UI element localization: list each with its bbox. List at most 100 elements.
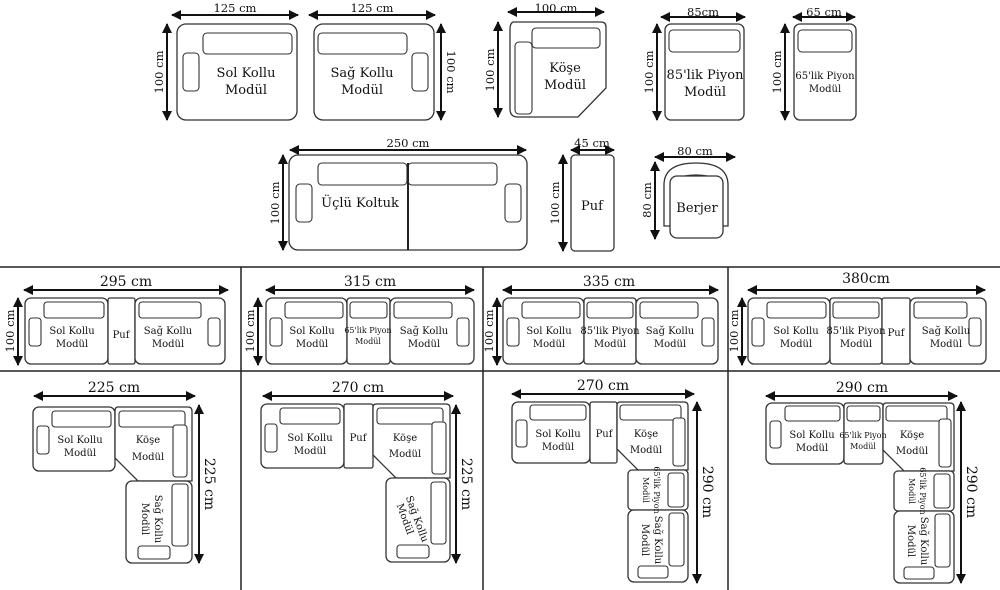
- dim-c3-depth: 100 cm: [482, 309, 496, 352]
- sag-label-1: Sağ Kollu: [331, 66, 394, 81]
- dim-l3-width: 270 cm: [577, 378, 629, 394]
- l3-kose-label-2: Modül: [630, 445, 662, 456]
- c4-sol-label-2: Modül: [780, 339, 812, 350]
- l3-sol-label-2: Modül: [542, 442, 574, 453]
- combo-l-270-225: 270 cm 225 cm Sol Kollu Modül Puf Köşe M…: [260, 380, 474, 564]
- l4-sag-label-1: Sağ Kollu: [918, 517, 929, 566]
- l4-p65b-label-1: 65'lik Piyon: [918, 467, 927, 514]
- combo-l-290-290: 290 cm 290 cm Sol Kollu Modül 65'lik Piy…: [765, 380, 979, 584]
- module-piyon-85: 85cm 100 cm 85'lik Piyon Modül: [642, 5, 746, 121]
- dim-kose-width: 100 cm: [535, 1, 578, 15]
- c2-p65-label-2: Modül: [355, 337, 381, 346]
- l4-kose-label-1: Köşe: [900, 430, 924, 441]
- p65-label-2: Modül: [809, 84, 841, 95]
- dim-berjer-depth: 80 cm: [640, 182, 654, 218]
- dim-c3-width: 335 cm: [583, 274, 635, 290]
- l4-sag-label-2: Modül: [905, 525, 916, 557]
- l4-p65-label-1: 65'lik Piyon: [839, 431, 886, 440]
- c1-puf-label: Puf: [113, 330, 131, 341]
- dim-sag-width: 125 cm: [351, 1, 394, 15]
- dim-c2-width: 315 cm: [344, 274, 396, 290]
- dim-c4-depth: 100 cm: [727, 309, 741, 352]
- dim-puf-depth: 100 cm: [548, 181, 562, 224]
- l2-sol-label-1: Sol Kollu: [287, 433, 333, 444]
- dim-kose-depth: 100 cm: [483, 48, 497, 91]
- sol-label-1: Sol Kollu: [217, 66, 276, 81]
- c2-sag-label-2: Modül: [408, 339, 440, 350]
- l2-kose-label-2: Modül: [389, 449, 421, 460]
- c4-p85-label-2: Modül: [840, 339, 872, 350]
- sag-label-2: Modül: [341, 83, 383, 98]
- c3-sol-label-2: Modül: [533, 339, 565, 350]
- l1-sol-label-1: Sol Kollu: [57, 435, 103, 446]
- l3-p65-label-2: Modül: [641, 477, 650, 503]
- dim-c4-width: 380cm: [842, 271, 890, 287]
- c4-p85-label-1: 85'lik Piyon: [826, 326, 886, 337]
- c2-sol-label-2: Modül: [296, 339, 328, 350]
- l2-puf-label: Puf: [350, 433, 368, 444]
- c1-sol-label-1: Sol Kollu: [49, 326, 95, 337]
- c3-p85-label-2: Modül: [594, 339, 626, 350]
- dim-l2-height: 225 cm: [458, 458, 474, 510]
- c4-sag-label-2: Modül: [930, 339, 962, 350]
- berjer-label: Berjer: [676, 201, 718, 216]
- module-kose: 100 cm 100 cm Köşe Modül: [483, 1, 607, 118]
- dim-l4-height: 290 cm: [963, 466, 979, 518]
- module-sag-kollu: 125 cm 100 cm Sağ Kollu Modül: [308, 1, 458, 121]
- l3-p65-label-1: 65'lik Piyon: [652, 466, 661, 513]
- dim-l4-width: 290 cm: [836, 380, 888, 396]
- sol-label-2: Modül: [225, 83, 267, 98]
- dim-sol-depth: 100 cm: [152, 50, 166, 93]
- dim-p85-depth: 100 cm: [642, 50, 656, 93]
- p85-label-1: 85'lik Piyon: [667, 68, 745, 83]
- c2-sag-label-1: Sağ Kollu: [400, 326, 449, 337]
- l4-sol-label-2: Modül: [796, 443, 828, 454]
- c4-puf-label: Puf: [888, 328, 906, 339]
- dim-l2-width: 270 cm: [332, 380, 384, 396]
- l1-kose-label-1: Köşe: [136, 435, 160, 446]
- kose-label-1: Köşe: [549, 61, 581, 76]
- l3-sag-label-2: Modül: [639, 524, 650, 556]
- module-piyon-65: 65 cm 100 cm 65'lik Piyon Modül: [770, 5, 857, 121]
- combo-l-225: 225 cm 225 cm Sol Kollu Modül Köşe Modül…: [32, 380, 217, 564]
- c4-sol-label-1: Sol Kollu: [773, 326, 819, 337]
- module-sol-kollu: 125 cm 100 cm Sol Kollu Modül: [152, 1, 299, 121]
- c2-p65-label-1: 65'lik Piyon: [344, 326, 391, 335]
- dim-p85-width: 85cm: [687, 5, 719, 19]
- dim-p65-width: 65 cm: [806, 5, 842, 19]
- p85-label-2: Modül: [684, 85, 726, 100]
- dim-l1-width: 225 cm: [88, 380, 140, 396]
- l4-p65-label-2: Modül: [850, 442, 876, 451]
- module-puf: 45 cm 100 cm Puf: [548, 136, 615, 252]
- l3-sag-label-1: Sağ Kollu: [652, 516, 663, 565]
- module-berjer: 80 cm 80 cm Berjer: [640, 144, 736, 240]
- l2-kose-label-1: Köşe: [393, 433, 417, 444]
- c1-sol-label-2: Modül: [56, 339, 88, 350]
- dim-puf-width: 45 cm: [574, 136, 610, 150]
- grid-lines: [0, 266, 1000, 590]
- uclu-label: Üçlü Koltuk: [321, 194, 399, 211]
- l2-sol-label-2: Modül: [294, 446, 326, 457]
- l4-kose-label-2: Modül: [896, 446, 928, 457]
- dim-p65-depth: 100 cm: [770, 50, 784, 93]
- dim-l3-height: 290 cm: [699, 466, 715, 518]
- l1-kose-label-2: Modül: [132, 452, 164, 463]
- l4-p65b-label-2: Modül: [907, 478, 916, 504]
- c1-sag-label-1: Sağ Kollu: [144, 326, 193, 337]
- c3-sol-label-1: Sol Kollu: [526, 326, 572, 337]
- dim-sag-depth: 100 cm: [444, 51, 458, 94]
- c1-sag-label-2: Modül: [152, 339, 184, 350]
- p65-label-1: 65'lik Piyon: [795, 71, 855, 82]
- combo-295: 295 cm 100 cm Sol Kollu Modül Puf Sağ Ko…: [3, 274, 229, 366]
- module-uclu-koltuk: 250 cm 100 cm Üçlü Koltuk: [268, 136, 528, 251]
- dim-berjer-width: 80 cm: [677, 144, 713, 158]
- l4-sol-label-1: Sol Kollu: [789, 430, 835, 441]
- puf-label: Puf: [581, 199, 604, 214]
- dim-c1-depth: 100 cm: [3, 309, 17, 352]
- combo-335: 335 cm 100 cm Sol Kollu Modül 85'lik Piy…: [482, 274, 719, 366]
- c3-sag-label-1: Sağ Kollu: [646, 326, 695, 337]
- l1-sag-label-2: Modül: [139, 503, 150, 535]
- dim-uclu-depth: 100 cm: [268, 181, 282, 224]
